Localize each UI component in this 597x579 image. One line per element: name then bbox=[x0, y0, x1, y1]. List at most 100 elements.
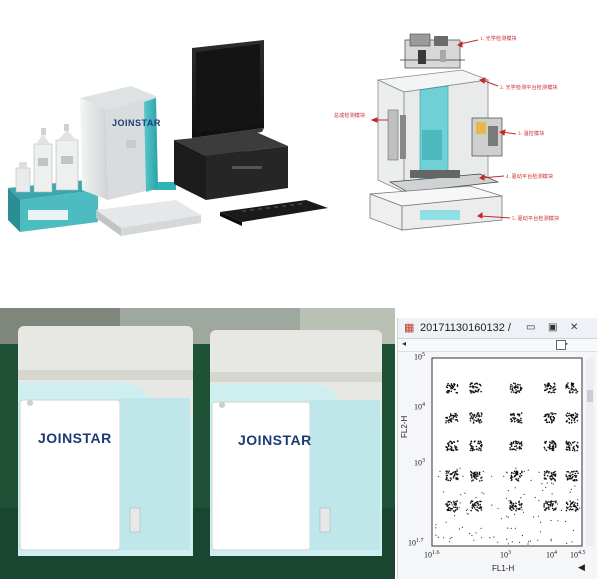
scatter-point bbox=[544, 389, 547, 391]
scatter-point bbox=[568, 391, 571, 394]
scatter-noise-point bbox=[456, 468, 458, 470]
scatter-point bbox=[570, 444, 572, 446]
scatter-point bbox=[573, 448, 576, 450]
scatter-point bbox=[471, 446, 473, 448]
scatter-point bbox=[546, 502, 548, 504]
scatter-point bbox=[474, 471, 476, 473]
scatter-point bbox=[545, 419, 547, 422]
scatter-point bbox=[455, 504, 457, 506]
scatter-point bbox=[454, 447, 457, 450]
scatter-point bbox=[553, 473, 556, 476]
right-brand-logo: JOINSTAR bbox=[238, 432, 312, 448]
scatter-point bbox=[449, 440, 451, 442]
scatter-point bbox=[477, 440, 480, 442]
scatter-point bbox=[518, 415, 521, 417]
scatter-point bbox=[550, 442, 552, 444]
instrument-system-image: JOINSTAR bbox=[6, 40, 336, 240]
scroll-left-icon[interactable]: ◂ bbox=[402, 339, 407, 348]
scatter-point bbox=[480, 448, 482, 450]
scatter-point bbox=[479, 503, 482, 506]
scatter-point bbox=[454, 383, 456, 386]
scatter-point bbox=[453, 385, 455, 387]
scatter-point bbox=[481, 444, 483, 447]
scatter-noise-point bbox=[481, 537, 483, 539]
scatter-point bbox=[566, 446, 568, 448]
scatter-noise-point bbox=[507, 516, 509, 518]
left-brand-logo: JOINSTAR bbox=[38, 430, 112, 446]
scatter-noise-point bbox=[497, 541, 499, 543]
scatter-noise-point bbox=[453, 504, 455, 506]
scatter-point bbox=[478, 383, 481, 386]
scatter-noise-point bbox=[510, 509, 512, 511]
scatter-point bbox=[448, 384, 450, 387]
scatter-noise-point bbox=[540, 531, 542, 533]
scatter-point bbox=[567, 382, 569, 384]
exploded-diagram: 1. 光学检测模块 2. 光学检测平台检测模块 3. 温控模块 4. 驱动平台检… bbox=[330, 10, 595, 240]
vertical-scrollbar[interactable] bbox=[586, 358, 594, 546]
scatter-point bbox=[551, 503, 554, 505]
scatter-noise-point bbox=[571, 541, 573, 543]
scatter-point bbox=[480, 507, 483, 509]
close-icon[interactable]: ✕ bbox=[570, 322, 579, 333]
scatter-point bbox=[514, 392, 517, 394]
scatter-noise-point bbox=[482, 470, 484, 473]
scatter-point bbox=[519, 421, 521, 424]
toolbar-box-icon[interactable] bbox=[556, 340, 566, 350]
window-titlebar bbox=[398, 318, 597, 339]
scatter-noise-point bbox=[560, 509, 563, 511]
scatter-point bbox=[545, 418, 548, 420]
scatter-noise-point bbox=[542, 489, 544, 492]
scatter-point bbox=[452, 471, 454, 474]
scatter-point bbox=[571, 509, 573, 511]
scroll-right-icon[interactable]: ▸ bbox=[564, 339, 569, 348]
scatter-noise-point bbox=[475, 532, 477, 534]
scatter-point bbox=[548, 470, 550, 473]
scatter-noise-point bbox=[475, 497, 477, 499]
scrollbar-thumb[interactable] bbox=[587, 390, 593, 402]
scatter-point bbox=[457, 440, 459, 442]
scatter-point bbox=[518, 420, 521, 422]
scatter-noise-point bbox=[569, 491, 571, 493]
scatter-point bbox=[555, 507, 557, 509]
maximize-icon[interactable]: ▣ bbox=[548, 322, 558, 333]
scatter-point bbox=[471, 507, 474, 509]
scatter-point bbox=[548, 390, 551, 393]
scatter-noise-point bbox=[483, 493, 485, 495]
scatter-point bbox=[476, 473, 478, 476]
scatter-point bbox=[550, 386, 553, 388]
scatter-point bbox=[456, 508, 459, 510]
scatter-point bbox=[565, 449, 568, 451]
scatter-point bbox=[469, 414, 471, 416]
scatter-point bbox=[477, 504, 480, 506]
scatter-point bbox=[555, 500, 557, 502]
scatter-point bbox=[470, 415, 473, 418]
scatter-point bbox=[570, 388, 572, 391]
scatter-point bbox=[550, 391, 552, 394]
scatter-point bbox=[470, 382, 472, 385]
scatter-point bbox=[516, 390, 519, 393]
scatter-point bbox=[547, 446, 549, 449]
scatter-noise-point bbox=[466, 508, 468, 510]
plot-app-icon: ▦ bbox=[404, 322, 415, 334]
scatter-point bbox=[515, 509, 517, 512]
scatter-point bbox=[550, 474, 553, 476]
scatter-point bbox=[478, 473, 481, 475]
scatter-noise-point bbox=[435, 527, 437, 529]
scatter-noise-point bbox=[508, 500, 510, 502]
scatter-point bbox=[549, 475, 552, 477]
scatter-point bbox=[456, 419, 458, 421]
plot-area bbox=[431, 357, 583, 547]
scatter-noise-point bbox=[566, 542, 568, 544]
scatter-noise-point bbox=[538, 471, 540, 473]
scatter-point bbox=[474, 383, 476, 385]
scatter-point bbox=[552, 441, 554, 444]
scatter-noise-point bbox=[459, 502, 461, 504]
nav-left-icon[interactable]: ◀ bbox=[578, 562, 585, 572]
scatter-point bbox=[509, 507, 512, 509]
scatter-point bbox=[476, 383, 479, 385]
scatter-noise-point bbox=[464, 492, 466, 494]
minimize-icon[interactable]: ▭ bbox=[526, 322, 536, 333]
scatter-point bbox=[475, 476, 477, 478]
scatter-point bbox=[446, 447, 449, 450]
scatter-point bbox=[577, 445, 579, 447]
